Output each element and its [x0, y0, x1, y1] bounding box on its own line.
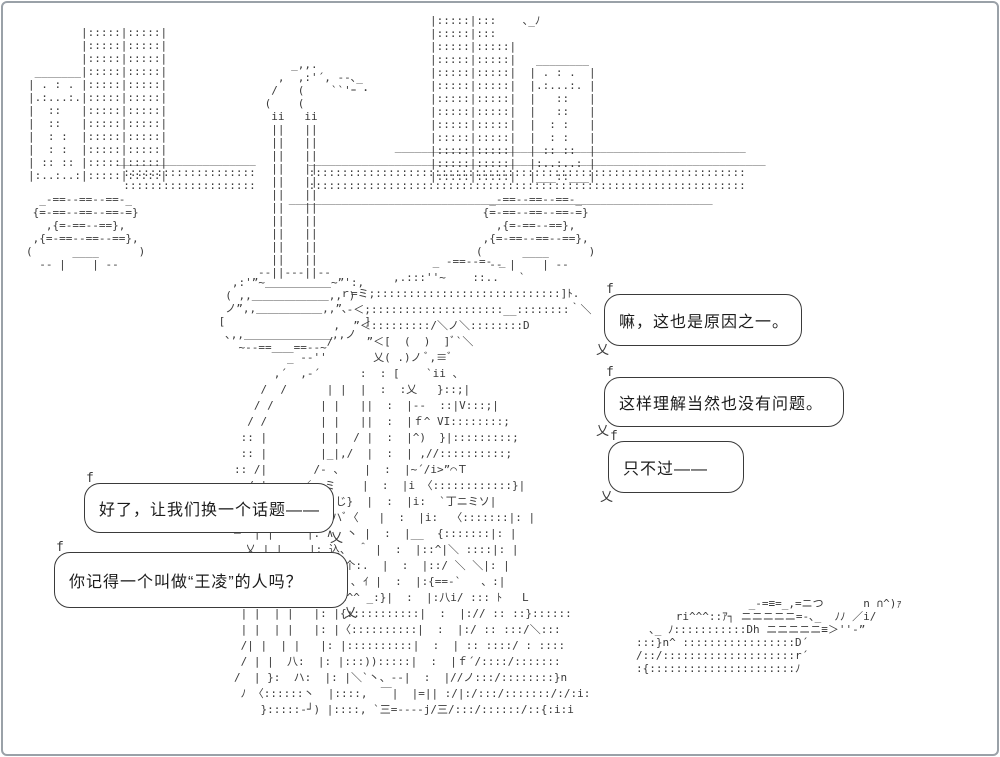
bubble-tail-glyph: 乂 [343, 606, 357, 621]
ascii-incense-smoke: _,,. , ,:'´, --､_ / ( ``'ｰ ･ ( ( ii ii |… [258, 58, 369, 279]
speech-text: 你记得一个叫做“王凌”的人吗？ [69, 574, 303, 591]
ascii-left-pedestal: _-==--==--==-_ {=-==--==--==-=} ,{=-==--… [26, 193, 146, 271]
bubble-tail-glyph: 乂 [600, 490, 614, 505]
bubble-corner-glyph: f [56, 540, 64, 555]
speech-bubble-5: f 你记得一个叫做“王凌”的人吗？ 乂 [54, 540, 357, 621]
speech-text: 只不过—— [623, 461, 709, 478]
ascii-incense-pot: ,:'”~＿＿＿＿＿＿~”':, ( ,,＿＿＿＿＿＿＿,, ) ノ”,,＿＿＿… [218, 276, 371, 354]
ascii-right-tower: |:::::|::: ､_ﾉ |:::::|::: |:::::|:::::| … [430, 14, 596, 183]
ascii-right-pedestal: _-==--==--==-_ {=-==--==--==-=} ,{=-==--… [476, 193, 596, 271]
ascii-extended-arm: _-=≡=_,=ニつ n ∩^)ｧ ri^^^::ｱ┐ ニニニニニ=-､_ ﾉﾉ… [636, 597, 902, 675]
bubble-corner-glyph: f [606, 365, 614, 380]
speech-bubble-3: f 只不过—— 乂 [600, 429, 744, 505]
speech-text: 这样理解当然也没有问题。 [619, 396, 824, 413]
speech-bubble-1: f 嘛，这也是原因之一。 乂 [596, 282, 802, 358]
bubble-tail-glyph: 乂 [596, 343, 610, 358]
speech-bubble-4: f 好了，让我们换一个话题—— 乂 [84, 471, 343, 546]
bubble-corner-glyph: f [610, 429, 618, 444]
ascii-character: _ -==--=- _ ,.:::''~ ::.. ` ｒ=ミ;::::::::… [234, 255, 592, 716]
speech-bubble-2: f 这样理解当然也没有问题。 乂 [596, 365, 844, 439]
ascii-beam: ________________________________________… [116, 140, 766, 205]
bubble-corner-glyph: f [86, 471, 94, 486]
speech-text: 好了，让我们换一个话题—— [99, 502, 321, 519]
bubble-tail-glyph: 乂 [596, 424, 610, 439]
speech-text: 嘛，这也是原因之一。 [619, 314, 790, 331]
ascii-left-tower: |:::::|:::::| |:::::|:::::| |:::::|:::::… [28, 26, 168, 182]
bubble-tail-glyph: 乂 [329, 531, 343, 546]
bubble-corner-glyph: f [606, 282, 614, 297]
